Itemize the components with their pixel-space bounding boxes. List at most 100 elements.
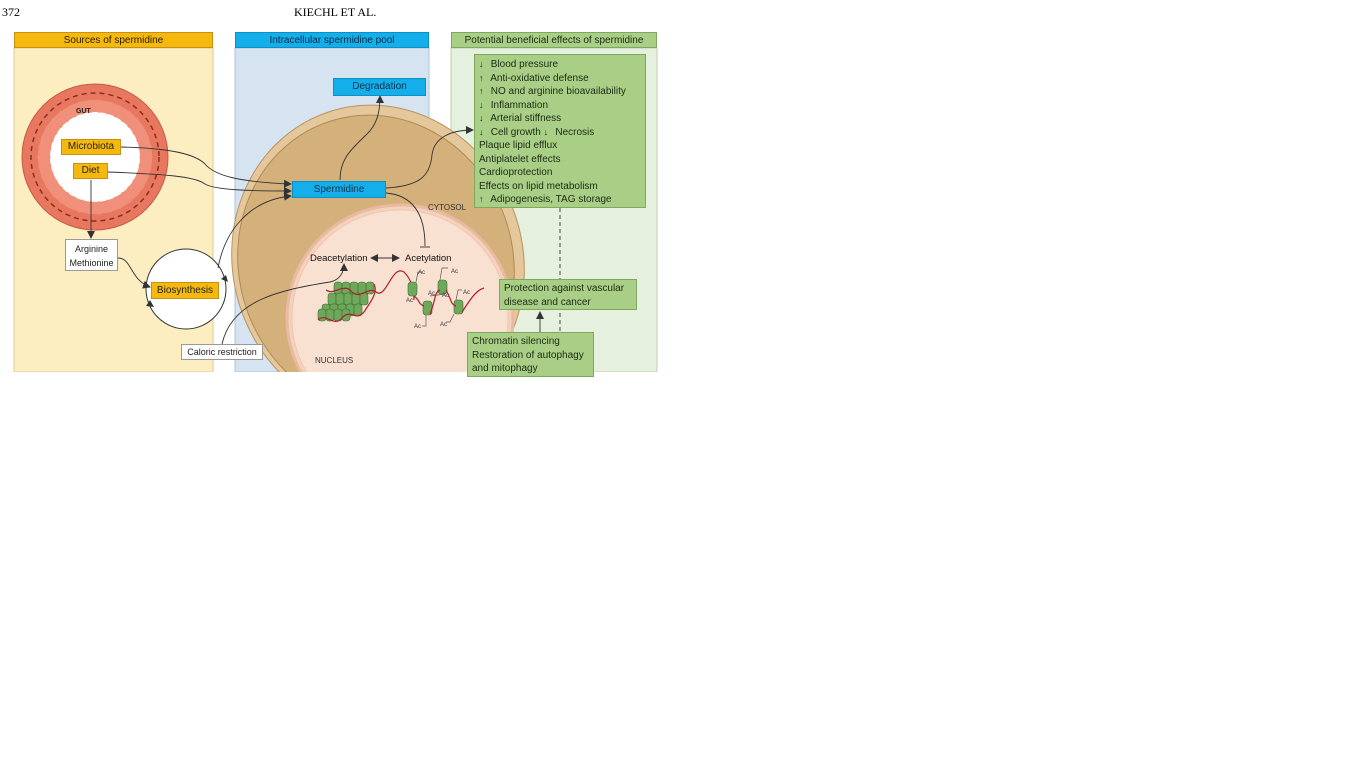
gut-villus [97,99,102,113]
protection-line-2: disease and cancer [504,296,591,308]
gut-villus [88,99,93,113]
effect-item: ↓ Cell growth ↓ Necrosis [479,126,645,140]
effect-text: Anti-oxidative defense [490,72,589,84]
effect-text: Effects on lipid metabolism [479,180,598,192]
effect-item: ↓ Arterial stiffness [479,112,645,126]
effect-item: Plaque lipid efflux [479,139,645,153]
gut-villus [127,186,138,197]
gut-cross-section [21,83,169,231]
acetyl-mark: Ac [440,322,447,328]
arrow-down-icon: ↓ [479,126,484,137]
gut-villus [52,117,63,128]
microbiota-tag: Microbiota [61,139,121,155]
acetyl-mark: Ac [418,270,425,276]
protection-line-1: Protection against vascular [504,283,625,294]
gut-villus [68,196,77,209]
gut-villus [132,125,145,135]
gut-villus [52,186,63,197]
arginine-label: Arginine [74,244,109,254]
gut-villus [45,125,58,135]
chromatin-line-3: and mitophagy [472,363,538,374]
sources-panel-title: Sources of spermidine [14,32,213,48]
methionine-label: Methionine [69,258,114,268]
acetylation-label: Acetylation [405,253,451,264]
gut-villus [121,110,131,122]
deacetylation-label: Deacetylation [310,253,368,264]
effect-item: Cardioprotection [479,166,645,180]
gut-villus [113,196,122,209]
diet-tag: Diet [73,163,108,179]
acetyl-mark: Ac [414,324,421,330]
acetyl-mark: Ac [428,291,435,297]
amino-acids-box: Arginine Methionine [65,239,118,271]
acetyl-mark: Ac [406,298,413,304]
caloric-restriction-tag: Caloric restriction [181,344,263,360]
effect-text: Inflammation [490,99,549,111]
cytosol-label: CYTOSOL [428,203,467,212]
gut-villus [38,163,52,169]
effect-text: Cardioprotection [479,167,553,178]
gut-villus [59,192,69,204]
arrow-down-icon: ↓ [543,126,549,137]
nucleus [291,209,509,372]
gut-villus [136,135,149,142]
pool-panel-title: Intracellular spermidine pool [235,32,429,48]
gut-villus [105,199,112,213]
chromatin-line-1: Chromatin silencing [472,336,560,347]
effects-panel-title: Potential beneficial effects of spermidi… [451,32,657,48]
effect-text: Antiplatelet effects [479,153,561,165]
gut-villus [45,179,58,189]
effect-item: ↑ Adipogenesis, TAG storage [479,193,645,207]
effect-item: ↑ NO and arginine bioavailability [479,85,645,99]
gut-villus [105,101,112,115]
arrow-down-icon: ↓ [479,59,484,69]
arrow-up-icon: ↑ [479,86,484,96]
gut-villus [127,117,138,128]
arrow-down-icon: ↓ [479,99,484,110]
spermidine-tag: Spermidine [292,181,386,198]
gut-villus [78,101,85,115]
page-number: 372 [2,5,20,19]
effect-text: Adipogenesis, TAG storage [490,194,612,205]
effects-list-box: ↓ Blood pressure↑ Anti-oxidative defense… [474,54,646,208]
chromatin-box: Chromatin silencing Restoration of autop… [467,332,594,377]
gut-villus [41,135,54,142]
running-title: KIECHL ET AL. [294,5,377,19]
protection-box: Protection against vascular disease and … [499,279,637,310]
effect-text: Necrosis [555,126,595,138]
biosynthesis-tag: Biosynthesis [151,282,219,299]
arrow-up-icon: ↑ [479,194,484,204]
gut-villus [132,179,145,189]
condensed-chromatin [317,267,485,327]
effect-item: Antiplatelet effects [479,153,645,167]
effect-item: ↓ Blood pressure [479,58,645,72]
gut-villus [97,201,102,215]
acetyl-mark: Ac [463,290,470,296]
gut-villus [121,192,131,204]
degradation-tag: Degradation [333,78,426,96]
gut-villus [113,105,122,118]
effects-list: ↓ Blood pressure↑ Anti-oxidative defense… [479,58,645,207]
gut-villus [68,105,77,118]
effect-item: ↑ Anti-oxidative defense [479,72,645,86]
arrow-up-icon: ↑ [479,72,484,83]
gut-villus [38,145,52,151]
gut-villus [59,110,69,122]
effect-text: Plaque lipid efflux [479,140,558,151]
effect-text: NO and arginine bioavailability [490,86,626,97]
effect-text: Blood pressure [490,59,559,70]
effect-text: Cell growth [490,126,541,138]
gut-villus [78,199,85,213]
arrow-down-icon: ↓ [479,113,484,123]
gut-villus [138,163,152,169]
effect-text: Arterial stiffness [490,113,562,124]
acetyl-mark: Ac [451,269,458,275]
gut-label: GUT [76,108,92,115]
nucleus-label: NUCLEUS [315,356,353,365]
effect-item: Effects on lipid metabolism [479,180,645,194]
gut-villus [41,172,54,179]
gut-villus [136,172,149,179]
effect-item: ↓ Inflammation [479,99,645,113]
acetyl-mark: Ac [442,293,449,299]
